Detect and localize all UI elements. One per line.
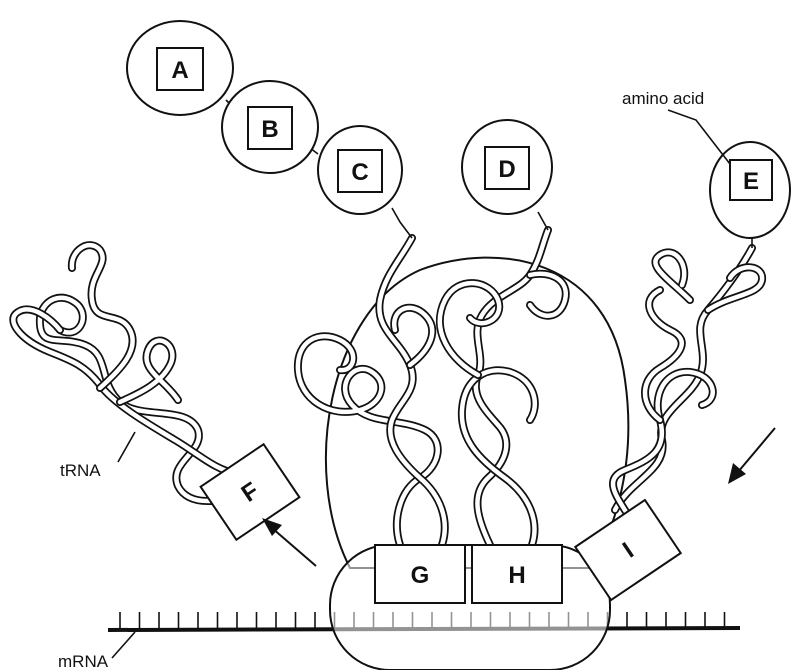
trna-f [13, 245, 248, 501]
box-label-d: D [498, 156, 515, 183]
stem-c [392, 208, 412, 238]
trna-leader [118, 432, 135, 462]
ribosome-small-subunit [330, 545, 610, 670]
amino-acid-a: A [127, 21, 233, 115]
box-label-c: C [351, 159, 368, 186]
trna-i [613, 248, 762, 522]
box-label-b: B [261, 116, 278, 143]
box-label-e: E [743, 168, 759, 195]
trna-label: tRNA [60, 461, 101, 480]
box-label-h: H [508, 562, 525, 589]
stem-d [538, 212, 548, 230]
arrow-left [262, 518, 316, 566]
mrna-label: mRNA [58, 652, 109, 670]
amino-acid-b: B [222, 81, 318, 173]
amino-acid-c: C [318, 126, 402, 214]
mrna-leader [112, 632, 135, 658]
amino-acid-d: D [462, 120, 552, 214]
amino-acid-e: E [710, 142, 790, 238]
anticodon-f: F [201, 444, 300, 540]
amino-acid-label: amino acid [622, 89, 704, 108]
anticodon-h: H [472, 545, 562, 603]
arrow-right [728, 428, 775, 484]
anticodon-g: G [375, 545, 465, 603]
box-label-a: A [171, 57, 188, 84]
box-label-g: G [411, 562, 430, 589]
